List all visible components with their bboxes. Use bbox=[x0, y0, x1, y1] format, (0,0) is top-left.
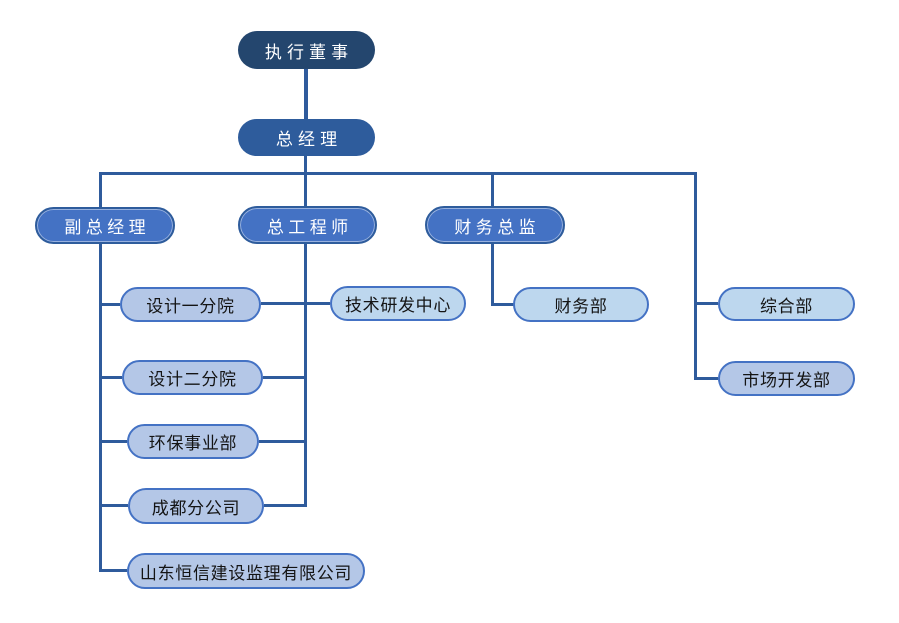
connector-stub-finance-dept bbox=[491, 303, 515, 306]
node-environmental-division: 环保事业部 bbox=[127, 424, 259, 459]
node-chief-engineer: 总工程师 bbox=[238, 206, 377, 244]
connector-stub-design1-left bbox=[99, 303, 120, 306]
connector-stub-environmental-right bbox=[259, 440, 306, 443]
connector-stub-design1-right-techrd bbox=[261, 302, 330, 305]
node-general-manager: 总经理 bbox=[238, 119, 375, 156]
connector-stub-chengdu-left bbox=[99, 504, 128, 507]
node-shandong-hengxin: 山东恒信建设监理有限公司 bbox=[127, 553, 365, 589]
node-general-dept: 综合部 bbox=[718, 287, 855, 321]
connector-gm-drop bbox=[304, 156, 307, 174]
connector-stub-shandong bbox=[99, 569, 127, 572]
connector-right-trunk bbox=[694, 172, 697, 380]
node-finance-dept: 财务部 bbox=[513, 287, 649, 322]
connector-drop-chief bbox=[304, 172, 307, 206]
node-design-branch-2: 设计二分院 bbox=[122, 360, 263, 395]
connector-stub-environmental-left bbox=[99, 440, 127, 443]
connector-chief-trunk bbox=[304, 244, 307, 507]
connector-root-to-gm bbox=[304, 69, 308, 119]
connector-stub-market-dev bbox=[694, 377, 718, 380]
node-deputy-general-manager: 副总经理 bbox=[35, 207, 175, 244]
node-tech-rd-center: 技术研发中心 bbox=[330, 286, 466, 321]
node-market-dev-dept: 市场开发部 bbox=[718, 361, 855, 396]
node-finance-director: 财务总监 bbox=[425, 206, 565, 244]
connector-stub-general-dept bbox=[694, 302, 718, 305]
node-design-branch-1: 设计一分院 bbox=[120, 287, 261, 322]
connector-stub-design2-right bbox=[263, 376, 306, 379]
connector-finance-drop bbox=[491, 244, 494, 306]
node-chengdu-branch: 成都分公司 bbox=[128, 488, 264, 524]
node-executive-director: 执行董事 bbox=[238, 31, 375, 69]
connector-stub-design2-left bbox=[99, 376, 122, 379]
connector-stub-chengdu-right bbox=[264, 504, 307, 507]
connector-deputy-trunk bbox=[99, 244, 102, 572]
connector-drop-deputy bbox=[99, 172, 102, 207]
connector-drop-finance-director bbox=[491, 172, 494, 206]
connector-level3-hbar bbox=[99, 172, 697, 175]
